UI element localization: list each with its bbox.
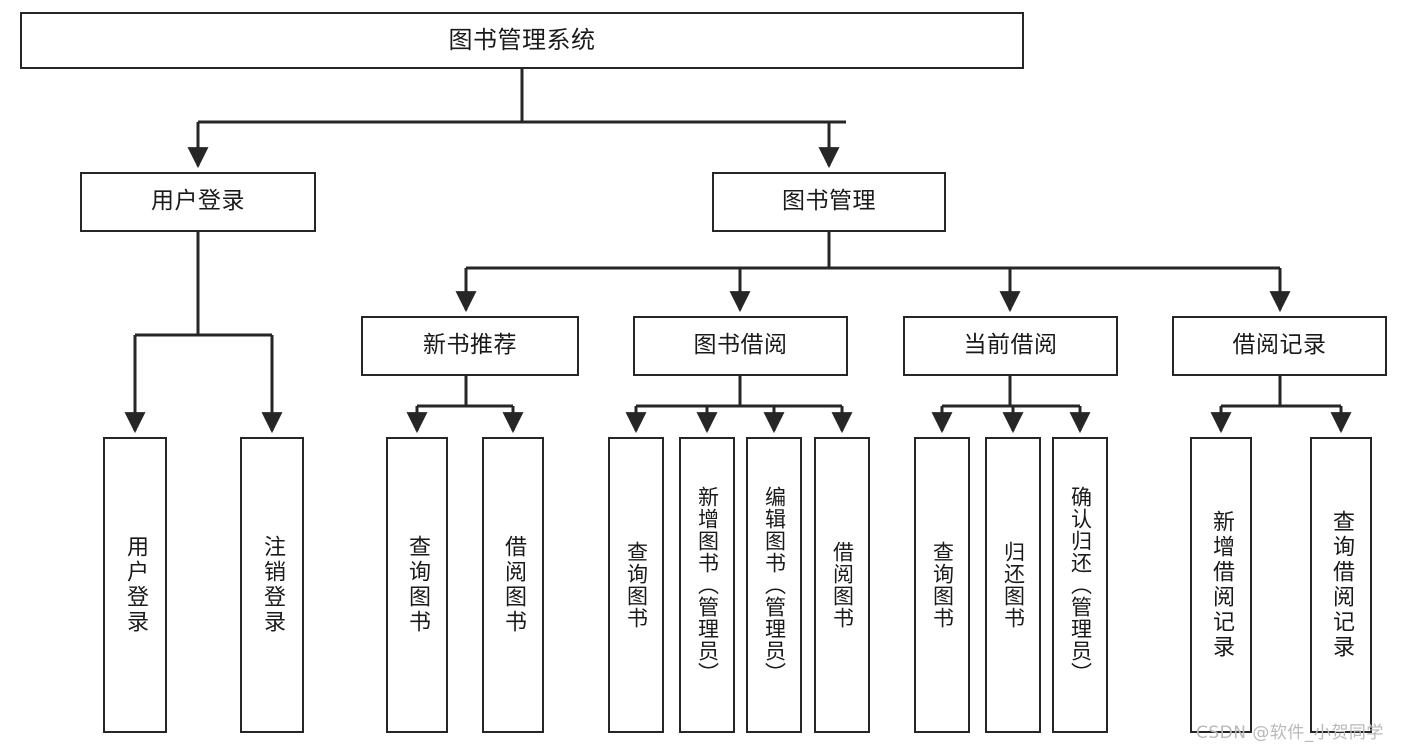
node-user-login[interactable]: 用户登录 — [80, 172, 316, 232]
node-leaf-query-book-2[interactable]: 查询图书 — [608, 437, 664, 733]
node-leaf-borrow-book-2-label: 借阅图书 — [830, 541, 855, 629]
node-leaf-query-record-label: 查询借阅记录 — [1329, 510, 1354, 660]
node-leaf-borrow-book-2[interactable]: 借阅图书 — [814, 437, 870, 733]
node-leaf-user-login[interactable]: 用户登录 — [103, 437, 167, 733]
csdn-watermark: CSDN @软件_小贺同学 — [1196, 723, 1384, 743]
node-leaf-query-book-2-label: 查询图书 — [624, 541, 649, 629]
node-leaf-confirm-return-label: 确认归还（管理员） — [1068, 486, 1093, 684]
node-book-borrow[interactable]: 图书借阅 — [633, 316, 848, 376]
node-current-borrow[interactable]: 当前借阅 — [903, 316, 1118, 376]
node-leaf-query-record[interactable]: 查询借阅记录 — [1310, 437, 1372, 733]
node-leaf-borrow-book-1[interactable]: 借阅图书 — [482, 437, 544, 733]
node-leaf-query-book-1-label: 查询图书 — [405, 535, 430, 635]
node-leaf-logout[interactable]: 注销登录 — [240, 437, 304, 733]
node-leaf-confirm-return[interactable]: 确认归还（管理员） — [1052, 437, 1108, 733]
node-leaf-user-login-label: 用户登录 — [123, 535, 148, 635]
node-leaf-add-record[interactable]: 新增借阅记录 — [1190, 437, 1252, 733]
node-root-label: 图书管理系统 — [448, 26, 596, 55]
node-leaf-borrow-book-1-label: 借阅图书 — [501, 535, 526, 635]
node-leaf-query-book-3-label: 查询图书 — [930, 541, 955, 629]
node-leaf-logout-label: 注销登录 — [260, 535, 285, 635]
node-root[interactable]: 图书管理系统 — [20, 12, 1024, 69]
node-new-book-recommend-label: 新书推荐 — [423, 332, 517, 359]
node-leaf-query-book-1[interactable]: 查询图书 — [386, 437, 448, 733]
node-user-login-label: 用户登录 — [151, 188, 245, 215]
node-borrow-record[interactable]: 借阅记录 — [1172, 316, 1387, 376]
node-leaf-return-book[interactable]: 归还图书 — [985, 437, 1041, 733]
node-new-book-recommend[interactable]: 新书推荐 — [361, 316, 579, 376]
node-book-borrow-label: 图书借阅 — [693, 332, 788, 359]
node-leaf-edit-book-label: 编辑图书（管理员） — [762, 486, 787, 684]
node-leaf-add-book[interactable]: 新增图书（管理员） — [679, 437, 735, 733]
node-book-manage-label: 图书管理 — [782, 188, 876, 215]
node-leaf-edit-book[interactable]: 编辑图书（管理员） — [746, 437, 802, 733]
node-leaf-add-record-label: 新增借阅记录 — [1209, 510, 1234, 660]
node-borrow-record-label: 借阅记录 — [1232, 332, 1327, 359]
node-leaf-query-book-3[interactable]: 查询图书 — [914, 437, 970, 733]
node-leaf-return-book-label: 归还图书 — [1001, 541, 1026, 629]
node-book-manage[interactable]: 图书管理 — [712, 172, 946, 232]
node-current-borrow-label: 当前借阅 — [963, 332, 1058, 359]
node-leaf-add-book-label: 新增图书（管理员） — [695, 486, 720, 684]
